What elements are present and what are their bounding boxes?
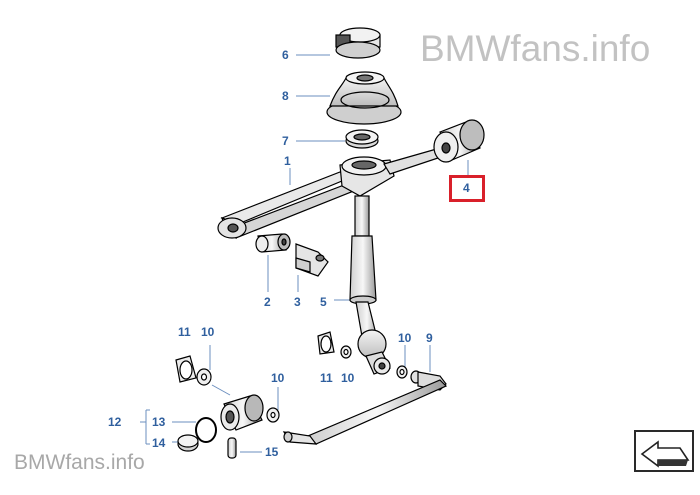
part-12-joint (220, 394, 264, 431)
callout-11-left: 11 (178, 325, 191, 339)
callout-2: 2 (264, 295, 271, 309)
callout-14: 14 (152, 436, 166, 450)
part-6-clip (335, 27, 381, 59)
callout-13: 13 (152, 415, 166, 429)
callout-9: 9 (426, 331, 433, 345)
part-10-washer-joint (396, 365, 408, 379)
part-2-bush (255, 233, 291, 253)
callout-3: 3 (294, 295, 301, 309)
part-10-washer-left (196, 368, 212, 386)
part-8-bearing-housing (326, 71, 402, 125)
callout-11-right: 11 (320, 371, 333, 385)
part-10-washer-lower (266, 407, 280, 423)
part-1-lever-arm (217, 147, 449, 240)
arrow-back-icon (640, 440, 690, 468)
callout-10-lower: 10 (271, 371, 285, 385)
callout-8: 8 (282, 89, 289, 103)
part-10-washer-right (340, 345, 352, 359)
callout-4: 4 (463, 181, 470, 195)
callout-10-left: 10 (201, 325, 215, 339)
callout-10-right: 10 (398, 331, 412, 345)
callout-12: 12 (108, 415, 122, 429)
callout-15: 15 (265, 445, 279, 459)
callout-7: 7 (282, 134, 289, 148)
callout-5: 5 (320, 295, 327, 309)
watermark-top: BMWfans.info (420, 28, 651, 69)
callout-1: 1 (284, 154, 291, 168)
part-13-circlip (195, 417, 217, 443)
part-15-pin (227, 437, 237, 459)
selector-rod (282, 371, 448, 445)
highlight-box-part-4 (449, 175, 485, 202)
callout-6: 6 (282, 48, 289, 62)
part-4-bushing (433, 119, 485, 163)
back-button[interactable] (634, 430, 694, 472)
part-5-shift-rod (349, 195, 391, 375)
part-11-clip-right (317, 331, 335, 355)
callout-10-mid: 10 (341, 371, 355, 385)
watermark-bottom: BMWfans.info (14, 451, 145, 474)
part-11-clip-left (175, 355, 197, 383)
part-3-clip (295, 243, 329, 277)
part-7-ring (345, 129, 379, 149)
part-14-bush (177, 434, 199, 452)
